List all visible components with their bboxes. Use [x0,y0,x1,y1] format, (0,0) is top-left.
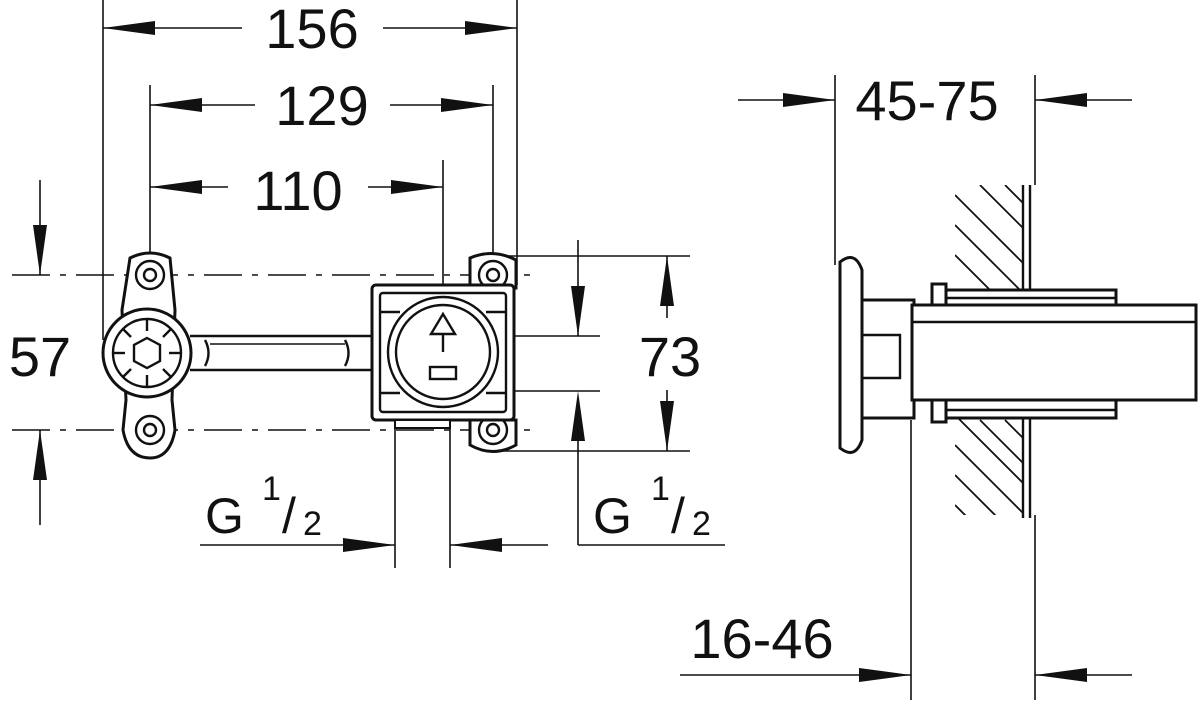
dimension-156: 156 [103,0,517,60]
front-view: 156 129 110 57 [9,0,725,568]
dimension-129-label: 129 [275,74,368,137]
valve-body-side [910,282,1198,424]
thread-left-letter: G [205,488,244,544]
side-view: 45-75 16-46 [680,69,1198,700]
thread-right-letter: G [593,488,632,544]
thread-left-denominator: 2 [303,505,322,543]
thread-label-right: G 1 / 2 [578,470,725,546]
thread-label-left: G 1 / 2 [200,470,548,552]
dimension-16-46: 16-46 [680,607,1132,682]
dimension-16-46-label: 16-46 [690,607,833,670]
dimension-110-label: 110 [253,159,342,222]
dimension-57: 57 [9,180,71,525]
connecting-tube [190,334,372,372]
left-mounting-bracket [101,251,193,460]
thread-left-numerator: 1 [262,470,281,508]
thread-right-slash: / [671,488,685,544]
valve-housing [370,252,518,453]
dimension-45-75-label: 45-75 [855,69,998,132]
dimension-57-label: 57 [9,325,71,388]
dimension-129: 129 [150,74,493,137]
thread-left-slash: / [282,488,296,544]
mounting-flange [838,256,916,454]
dimension-73: 73 [639,256,701,451]
dimension-156-label: 156 [265,0,358,60]
dimension-73-label: 73 [639,325,701,388]
dimension-110: 110 [150,159,443,222]
dimension-45-75: 45-75 [738,69,1132,132]
thread-right-denominator: 2 [692,505,711,543]
thread-right-numerator: 1 [651,470,670,508]
wall-section [955,185,1032,518]
